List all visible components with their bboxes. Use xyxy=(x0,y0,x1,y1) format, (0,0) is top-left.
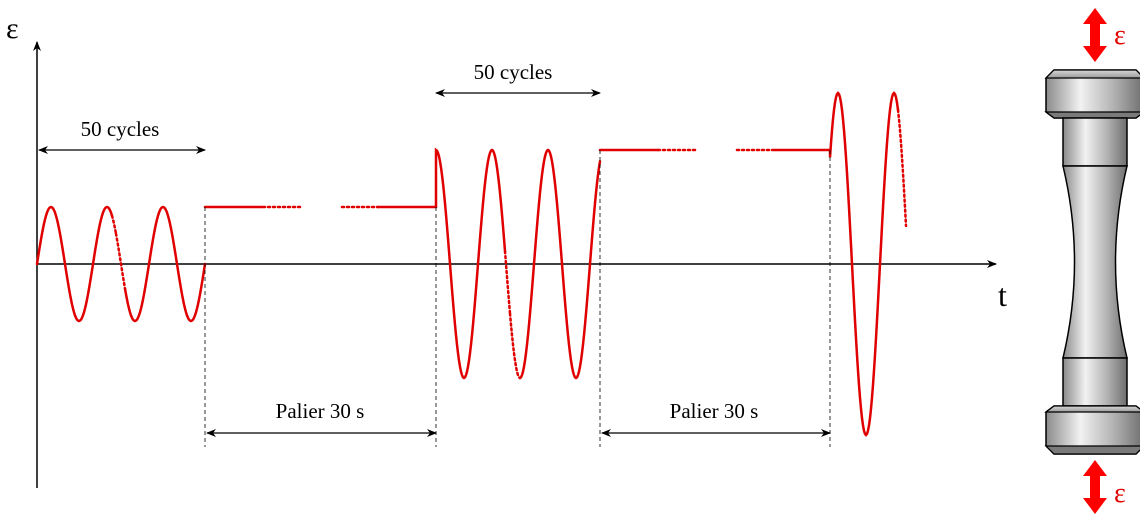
top-strain-label: ε xyxy=(1114,20,1126,51)
cycle-block-1-gap-dots xyxy=(110,214,118,235)
cycle-block-2-wave-after-gap xyxy=(518,148,602,380)
span-annotations xyxy=(38,89,831,437)
cycle-block-1-wave-after-gap xyxy=(123,205,207,323)
top-grip xyxy=(1044,69,1140,119)
x-axis-label: t xyxy=(998,277,1007,313)
cycle-block-2-wave xyxy=(434,147,507,380)
gauge-section xyxy=(1062,165,1128,359)
top-shoulder xyxy=(1062,117,1128,167)
bottom-strain-arrow-icon xyxy=(1083,460,1107,514)
cycles-1-label: 50 cycles xyxy=(81,117,160,141)
cycle-block-3-trailing-dots xyxy=(896,108,908,228)
cycle-block-3-wave xyxy=(828,91,900,437)
cycle-block-2-gap-dots-lower xyxy=(508,312,522,380)
bottom-strain-label: ε xyxy=(1114,478,1126,509)
bottom-grip xyxy=(1044,405,1140,455)
hold-2-label: Palier 30 s xyxy=(670,399,759,423)
cycles-2-label: 50 cycles xyxy=(474,60,553,84)
bottom-shoulder xyxy=(1062,357,1128,407)
cycle-block-1-gap-dots-lower xyxy=(114,232,127,290)
cycle-block-2-gap-dots xyxy=(503,249,512,315)
y-axis-label: ε xyxy=(6,12,19,45)
cycle-block-1-wave xyxy=(35,205,114,323)
top-strain-arrow-icon xyxy=(1083,8,1107,62)
test-specimen: ε ε xyxy=(1044,8,1140,514)
strain-signal xyxy=(35,91,908,437)
guide-lines xyxy=(204,150,831,447)
hold-1-label: Palier 30 s xyxy=(276,399,365,423)
